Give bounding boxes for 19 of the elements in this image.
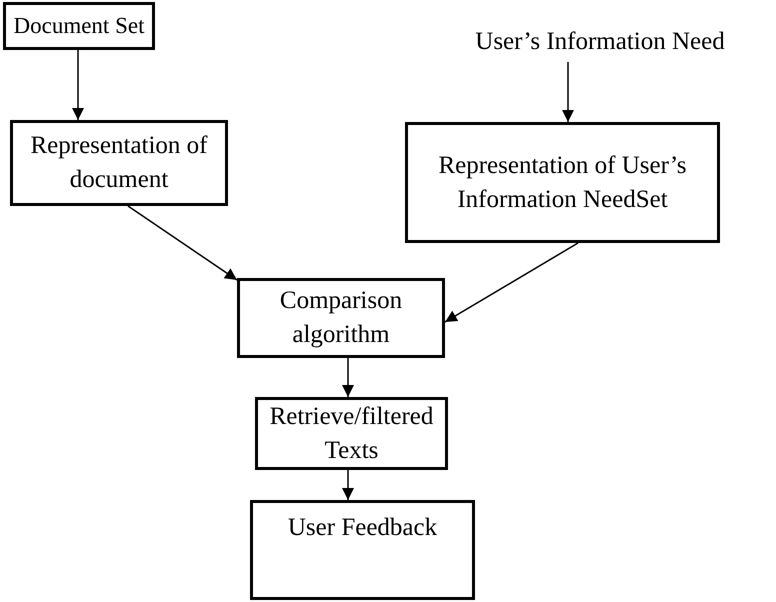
box-label: Comparison algorithm	[278, 286, 404, 350]
arrow	[562, 62, 574, 122]
box-label: Retrieve/filtered Texts	[268, 402, 434, 466]
arrow	[342, 470, 354, 500]
process-box	[255, 397, 448, 470]
box-label: Representation of User’s Information NeedSet	[437, 150, 688, 214]
process-box	[250, 500, 475, 600]
box-label: User Feedback	[288, 513, 438, 543]
process-box	[237, 278, 445, 358]
arrow	[444, 242, 578, 323]
process-box	[405, 122, 720, 243]
process-box	[3, 2, 155, 50]
box-label: Representation of document	[29, 131, 209, 195]
box-label: Document Set	[14, 12, 144, 40]
arrow	[342, 358, 354, 397]
arrow	[72, 50, 84, 120]
process-box	[10, 120, 228, 206]
arrow	[128, 205, 238, 281]
input-text: User’s Information Need	[475, 27, 725, 57]
